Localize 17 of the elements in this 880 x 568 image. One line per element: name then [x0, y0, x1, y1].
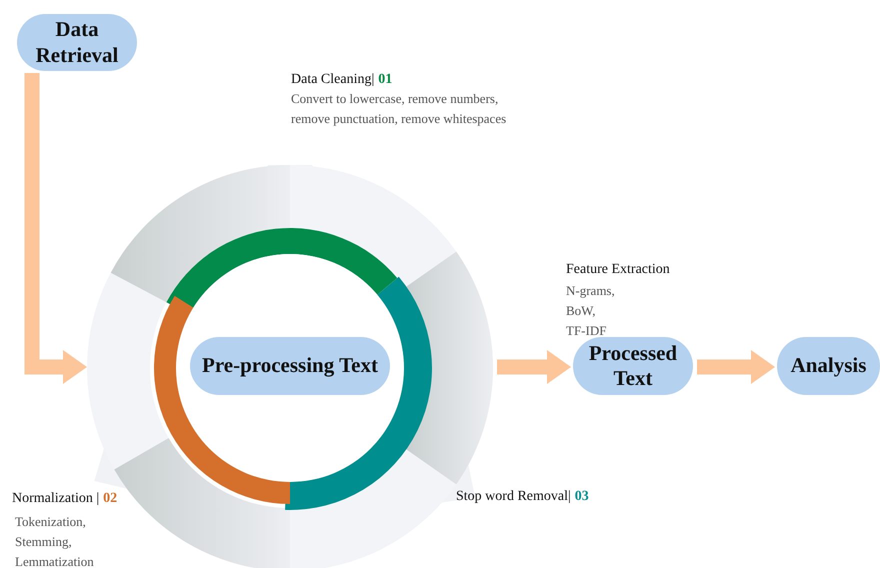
step-description: Tokenization, Stemming, Lemmatization: [15, 514, 94, 568]
block-arrow: [24, 73, 87, 384]
step-description: N-grams, BoW, TF-IDF: [566, 283, 615, 338]
process-pill: Data Retrieval: [17, 14, 137, 71]
step-description: Convert to lowercase, remove numbers, remove punctuation, remove whitespaces: [291, 91, 506, 126]
step-title: Normalization |: [12, 491, 100, 506]
step-title: Data Cleaning|: [291, 72, 374, 87]
step-number: 02: [103, 491, 118, 506]
process-pill: Processed Text: [573, 337, 693, 395]
step-number: 01: [378, 72, 392, 87]
process-pill: Pre-processing Text: [190, 337, 390, 395]
process-pill: Analysis: [777, 337, 880, 395]
block-arrow: [497, 350, 571, 384]
block-arrow: [697, 350, 775, 384]
step-title: Stop word Removal|: [456, 489, 571, 504]
step-number: 03: [574, 489, 589, 504]
step-title: Feature Extraction: [566, 262, 670, 277]
